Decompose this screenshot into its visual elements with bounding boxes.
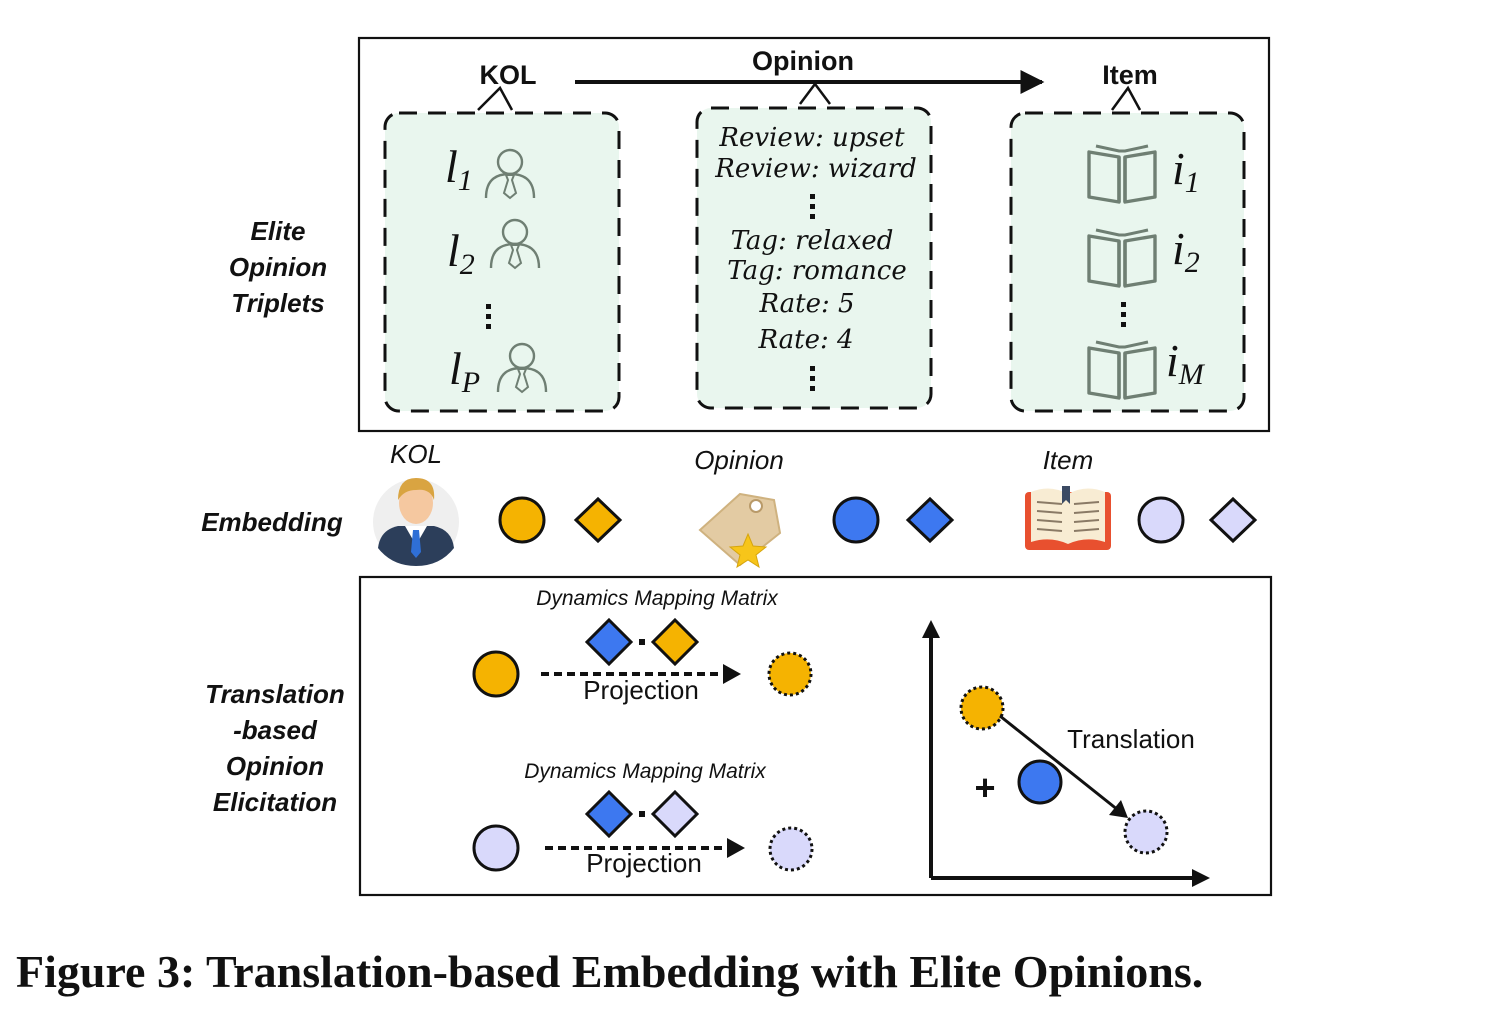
figure-caption: Figure 3: Translation-based Embedding wi…: [16, 946, 1204, 997]
opinion-entry: Rate: 4: [757, 325, 853, 355]
opinion-matrix-node: [905, 496, 955, 544]
item-symbol: iM: [1166, 335, 1206, 391]
tag-icon: [698, 492, 782, 569]
section-label-line: Elite: [251, 216, 306, 246]
translation-section-label: Translation -based Opinion Elicitation: [205, 679, 345, 817]
item-symbol: i2: [1172, 223, 1200, 279]
kol-list: l1 l2 lP: [445, 141, 548, 399]
opinion-entry: Review: upset: [718, 123, 905, 153]
embedding-section-label: Embedding: [201, 507, 343, 537]
opinion-callout-pointer: [799, 81, 831, 105]
matrix-label-bottom: Dynamics Mapping Matrix: [524, 760, 767, 783]
opinion-entry: Review: wizard: [714, 154, 916, 184]
vertical-ellipsis: [810, 194, 815, 219]
plus-sign: +: [974, 767, 995, 808]
opinion-entry: Tag: relaxed: [731, 226, 894, 256]
open-book-icon: [1025, 486, 1111, 550]
projected-kol-node: [767, 651, 813, 697]
projection-label-top: Projection: [583, 675, 699, 705]
vertical-ellipsis: [486, 304, 491, 329]
kol-vector-node: [498, 496, 546, 544]
item-vector-node: [472, 824, 520, 872]
projection-arrowhead: [727, 838, 745, 858]
kol-box: [383, 111, 621, 413]
matrix-label-top: Dynamics Mapping Matrix: [536, 587, 779, 610]
vertical-ellipsis: [1121, 302, 1126, 327]
embedding-kol-label: KOL: [390, 439, 442, 469]
kol-symbol: l2: [447, 225, 475, 281]
projected-item-node: [768, 826, 814, 872]
item-symbol: i1: [1172, 143, 1200, 199]
section-label-line: Translation: [205, 679, 345, 709]
projection-arrowhead: [723, 664, 741, 684]
opinion-box: [695, 106, 933, 410]
opinion-matrix-node: [584, 789, 634, 839]
opinion-header: Opinion: [752, 46, 854, 76]
item-matrix-node: [650, 789, 700, 839]
translation-arrowhead: [1109, 800, 1128, 818]
section-label-line: Elicitation: [213, 787, 337, 817]
projection-label-bottom: Projection: [586, 848, 702, 878]
opinion-list: Review: upset Review: wizard Tag: relaxe…: [714, 123, 917, 391]
section-label-line: Opinion: [229, 252, 327, 282]
kol-symbol: lP: [449, 343, 480, 399]
translation-arrow: [999, 714, 1119, 812]
projected-item-node: [1123, 809, 1169, 855]
opinion-vector-node: [832, 496, 880, 544]
opinion-matrix-node: [584, 617, 634, 667]
kol-avatar-icon: [373, 478, 459, 566]
multiply-dot: [639, 639, 645, 645]
kol-vector-node: [472, 650, 520, 698]
opinion-entry: Tag: romance: [727, 256, 906, 286]
translation-label: Translation: [1067, 724, 1195, 754]
kol-matrix-node: [573, 496, 623, 544]
section-label-line: Triplets: [231, 288, 324, 318]
y-axis-arrowhead: [922, 620, 940, 638]
x-axis-arrowhead: [1192, 869, 1210, 887]
item-vector-node: [1137, 496, 1185, 544]
embedding-opinion-label: Opinion: [694, 445, 784, 475]
triplets-section-label: Elite Opinion Triplets: [229, 216, 327, 318]
item-header: Item: [1102, 60, 1158, 90]
opinion-entry: Rate: 5: [758, 289, 854, 319]
item-callout-pointer: [1110, 85, 1142, 111]
kol-callout-pointer: [477, 85, 514, 111]
multiply-dot: [639, 811, 645, 817]
vertical-ellipsis: [810, 366, 815, 391]
kol-symbol: l1: [445, 141, 473, 197]
projected-kol-node: [959, 685, 1005, 731]
opinion-vector-node: [1017, 759, 1063, 805]
item-matrix-node: [1208, 496, 1258, 544]
embedding-item-label: Item: [1043, 445, 1094, 475]
item-list: i1 i2 iM: [1087, 143, 1206, 400]
section-label-line: -based: [233, 715, 318, 745]
kol-matrix-node: [650, 617, 700, 667]
kol-header: KOL: [480, 60, 537, 90]
item-box: [1009, 111, 1246, 413]
section-label-line: Opinion: [226, 751, 324, 781]
